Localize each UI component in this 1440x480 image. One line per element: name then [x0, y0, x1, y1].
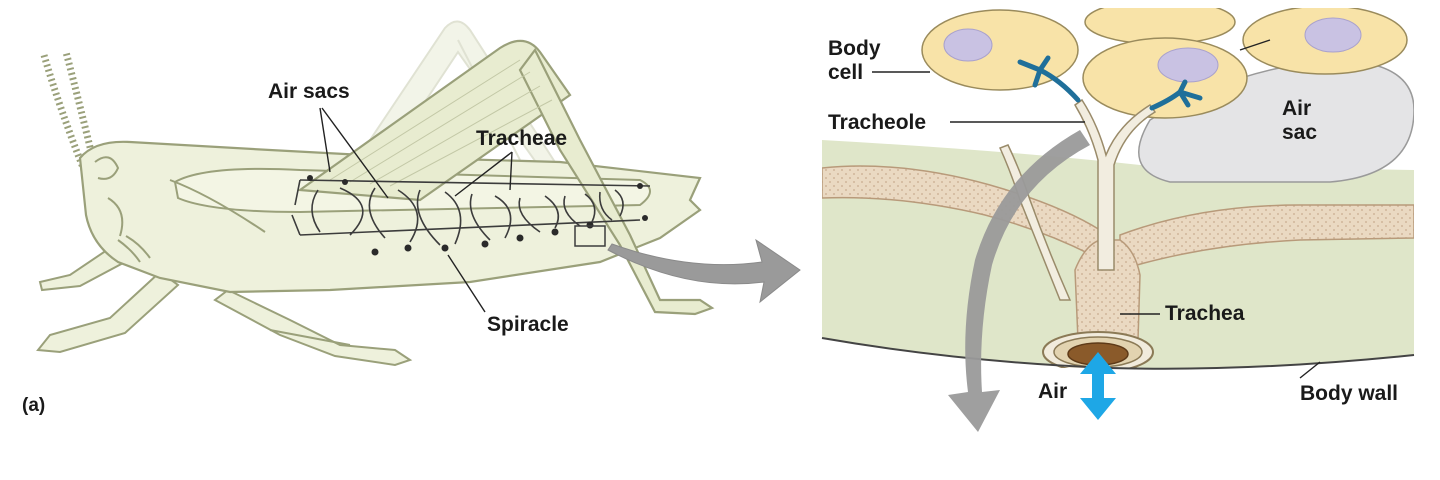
- air-double-arrow: [1080, 352, 1116, 420]
- label-air-sac: Air sac: [1282, 97, 1317, 144]
- magnify-box: [574, 225, 606, 247]
- label-air-sac-line2: sac: [1282, 120, 1318, 144]
- label-body-cell-line1: Body: [828, 37, 881, 60]
- label-body-cell-line2: cell: [828, 60, 864, 84]
- legs: [36, 246, 413, 367]
- panel-label: (a): [22, 395, 46, 416]
- label-air-sac-line1: Air: [1282, 97, 1312, 120]
- label-air-sacs: Air sacs: [268, 80, 350, 103]
- hind-leg: [296, 39, 715, 316]
- tracheole-tips: [1017, 55, 1203, 111]
- label-trachea: Trachea: [1165, 302, 1245, 325]
- air-flow-arrow: [948, 130, 1090, 432]
- spiracles: [307, 175, 648, 256]
- label-body-wall: Body wall: [1300, 382, 1399, 405]
- grasshopper: [36, 20, 715, 367]
- label-body-cell: Body cell: [828, 37, 881, 84]
- label-tracheole: Tracheole: [828, 111, 927, 134]
- spiracle-opening: [1042, 331, 1154, 368]
- detail-view: [822, 8, 1414, 368]
- magnify-arrow: [607, 238, 801, 304]
- detail-leader-lines: [872, 39, 1321, 379]
- nuclei: [943, 17, 1362, 83]
- label-spiracle: Spiracle: [487, 313, 569, 336]
- label-air: Air: [1038, 380, 1068, 403]
- leader-lines: [319, 107, 513, 313]
- tracheal-system: [291, 179, 651, 246]
- label-tracheae: Tracheae: [476, 127, 568, 150]
